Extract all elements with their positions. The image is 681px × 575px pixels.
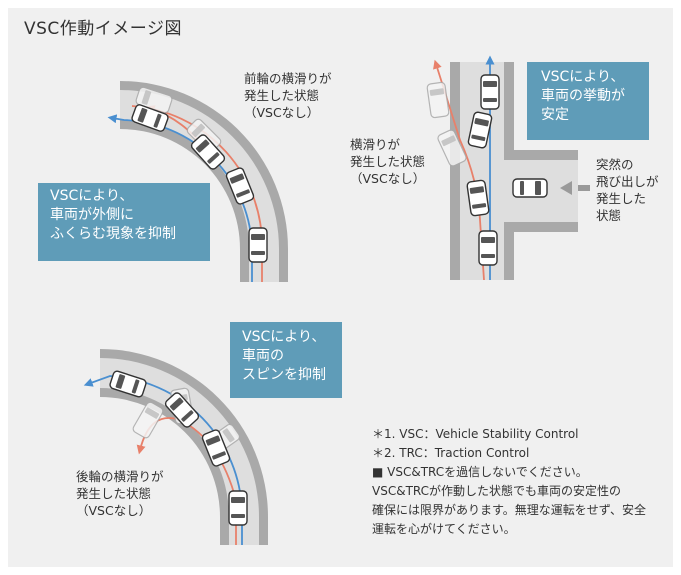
note-vsc: ＊1. VSC：Vehicle Stability Control xyxy=(372,427,579,441)
car xyxy=(228,490,248,526)
note-warning: ■ VSC&TRCを過信しないでください。 xyxy=(372,465,588,479)
car xyxy=(478,230,498,266)
note-text: VSC&TRCが作動した状態でも車両の安定性の xyxy=(372,484,622,498)
rear-slip-label: 後輪の横滑りが 発生した状態 （VSCなし） xyxy=(76,469,164,518)
slip-label: 横滑りが 発生した状態 （VSCなし） xyxy=(350,137,426,186)
vsc-spin-box: VSCにより、 車両の スピンを抑制 xyxy=(230,322,342,398)
page-title: VSC作動イメージ図 xyxy=(24,19,182,39)
no-vsc-path xyxy=(433,59,485,281)
car xyxy=(480,74,500,110)
note-text: 確保には限界があります。無理な運転をせず、安全 xyxy=(372,503,646,517)
front-slip-label: 前輪の横滑りが 発生した状態 （VSCなし） xyxy=(244,71,332,120)
sudden-crossing-label: 突然の 飛び出しが 発生した 状態 xyxy=(596,157,659,223)
footnotes: ＊1. VSC：Vehicle Stability Control ＊2. TR… xyxy=(372,425,646,539)
note-trc: ＊2. TRC：Traction Control xyxy=(372,446,530,460)
ghost-car xyxy=(426,81,450,119)
car xyxy=(248,227,268,263)
crossing-arrow-head xyxy=(560,181,572,195)
car xyxy=(466,179,490,217)
note-text: 運転を心がけてください。 xyxy=(372,522,516,536)
vsc-outer-swell-box: VSCにより、 車両が外側に ふくらむ現象を抑制 xyxy=(38,183,210,261)
vsc-stable-box: VSCにより、 車両の挙動が 安定 xyxy=(527,62,649,140)
crossing-car xyxy=(512,178,548,198)
